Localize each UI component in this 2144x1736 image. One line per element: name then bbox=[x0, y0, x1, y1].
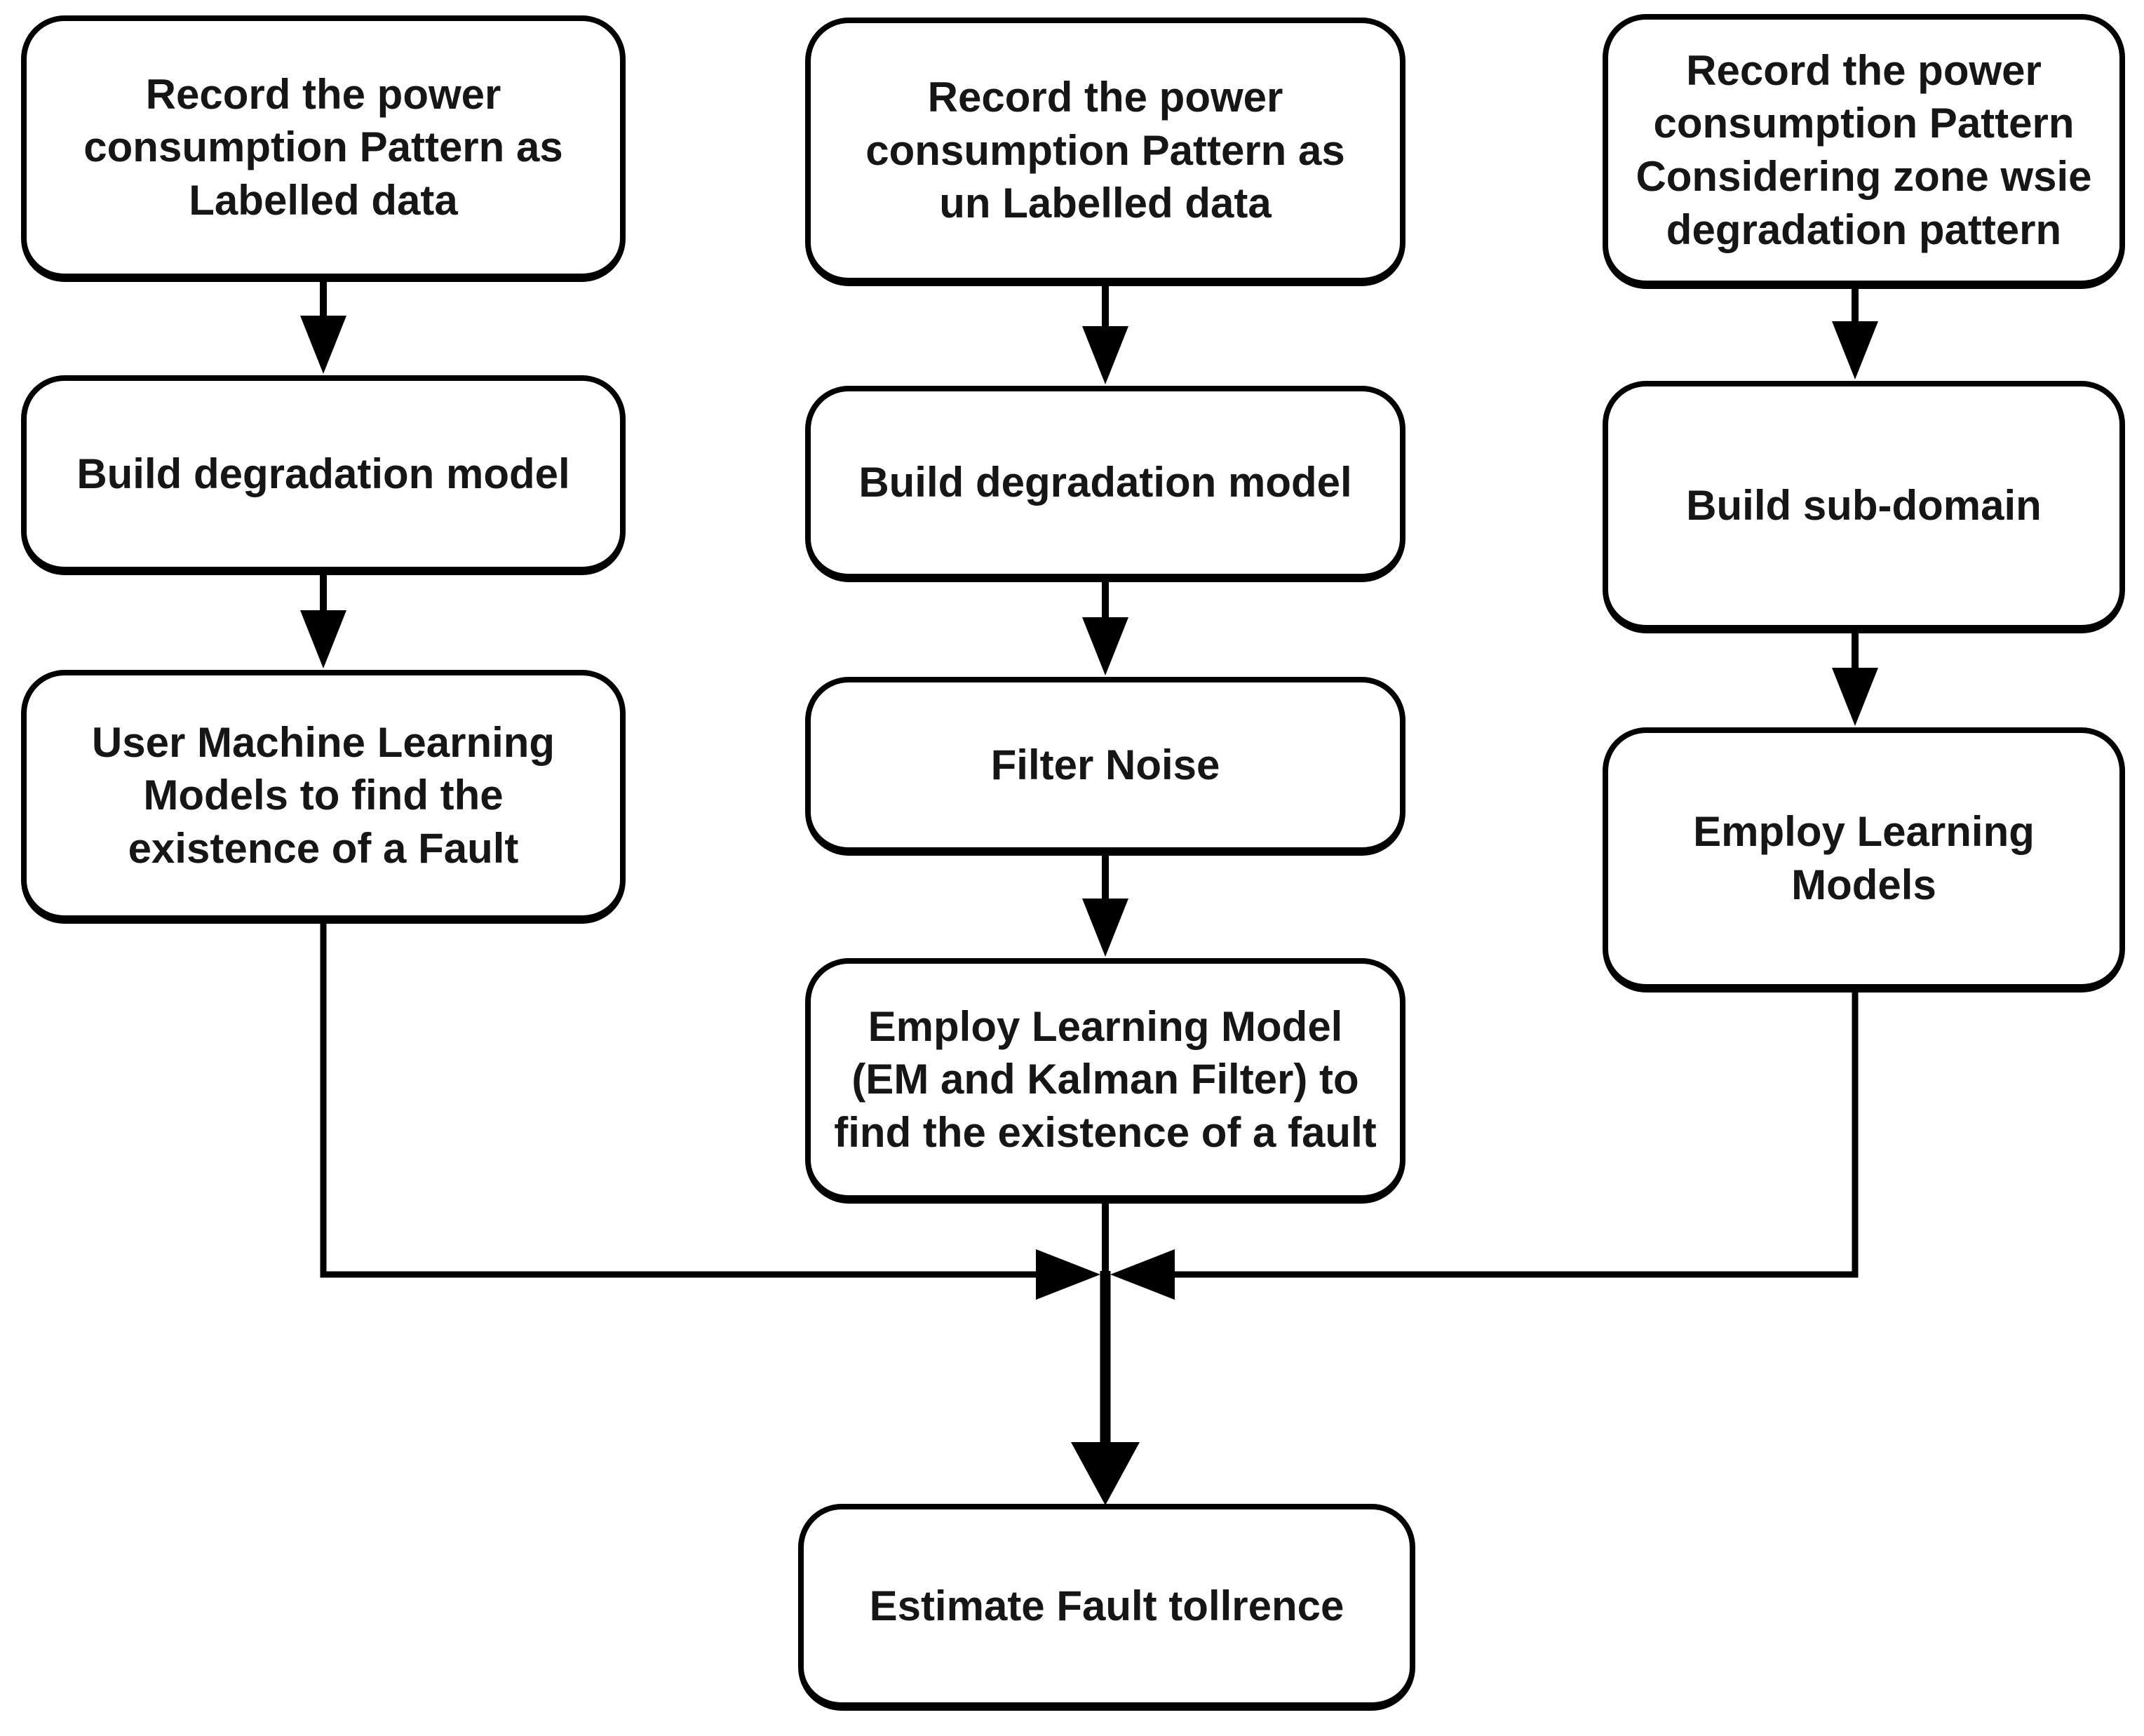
node-label: User Machine Learning Models to find the… bbox=[91, 718, 555, 872]
node-employ-learning-model-em-kalman: Employ Learning Model (EM and Kalman Fil… bbox=[805, 958, 1405, 1204]
node-estimate-fault-tolerance: Estimate Fault tollrence bbox=[798, 1504, 1415, 1711]
node-record-unlabelled-data: Record the power consumption Pattern as … bbox=[805, 18, 1405, 286]
edge-right2-right3 bbox=[1832, 632, 1878, 726]
edge-right1-right2 bbox=[1832, 288, 1878, 379]
edge-middle4-final bbox=[1071, 1202, 1140, 1505]
node-record-labelled-data: Record the power consumption Pattern as … bbox=[21, 15, 626, 282]
edge-middle1-middle2 bbox=[1082, 285, 1128, 384]
node-label: Build degradation model bbox=[858, 459, 1352, 506]
node-label: Estimate Fault tollrence bbox=[869, 1582, 1344, 1629]
node-label: Record the power consumption Pattern as … bbox=[83, 70, 563, 224]
node-record-zone-wise-pattern: Record the power consumption Pattern Con… bbox=[1603, 14, 2125, 289]
node-build-degradation-model-left: Build degradation model bbox=[21, 375, 626, 575]
edge-right3-junction bbox=[1110, 991, 1859, 1300]
node-label: Employ Learning Models bbox=[1693, 808, 2035, 908]
edge-left3-junction bbox=[320, 922, 1100, 1300]
node-filter-noise: Filter Noise bbox=[805, 677, 1405, 856]
node-build-sub-domain: Build sub-domain bbox=[1603, 381, 2125, 633]
edge-left2-left3 bbox=[300, 574, 346, 668]
edge-left1-left2 bbox=[300, 281, 346, 374]
node-label: Build sub-domain bbox=[1686, 482, 2042, 530]
node-label: Record the power consumption Pattern Con… bbox=[1636, 46, 2092, 253]
node-label: Build degradation model bbox=[76, 450, 570, 497]
node-employ-learning-models: Employ Learning Models bbox=[1603, 727, 2125, 993]
node-user-machine-learning-models: User Machine Learning Models to find the… bbox=[21, 670, 626, 924]
node-build-degradation-model-middle: Build degradation model bbox=[805, 386, 1405, 582]
node-label: Record the power consumption Pattern as … bbox=[865, 74, 1345, 227]
edge-middle2-middle3 bbox=[1082, 581, 1128, 675]
edge-middle3-middle4 bbox=[1082, 854, 1128, 957]
node-label: Employ Learning Model (EM and Kalman Fil… bbox=[834, 1002, 1377, 1156]
node-label: Filter Noise bbox=[990, 741, 1220, 788]
